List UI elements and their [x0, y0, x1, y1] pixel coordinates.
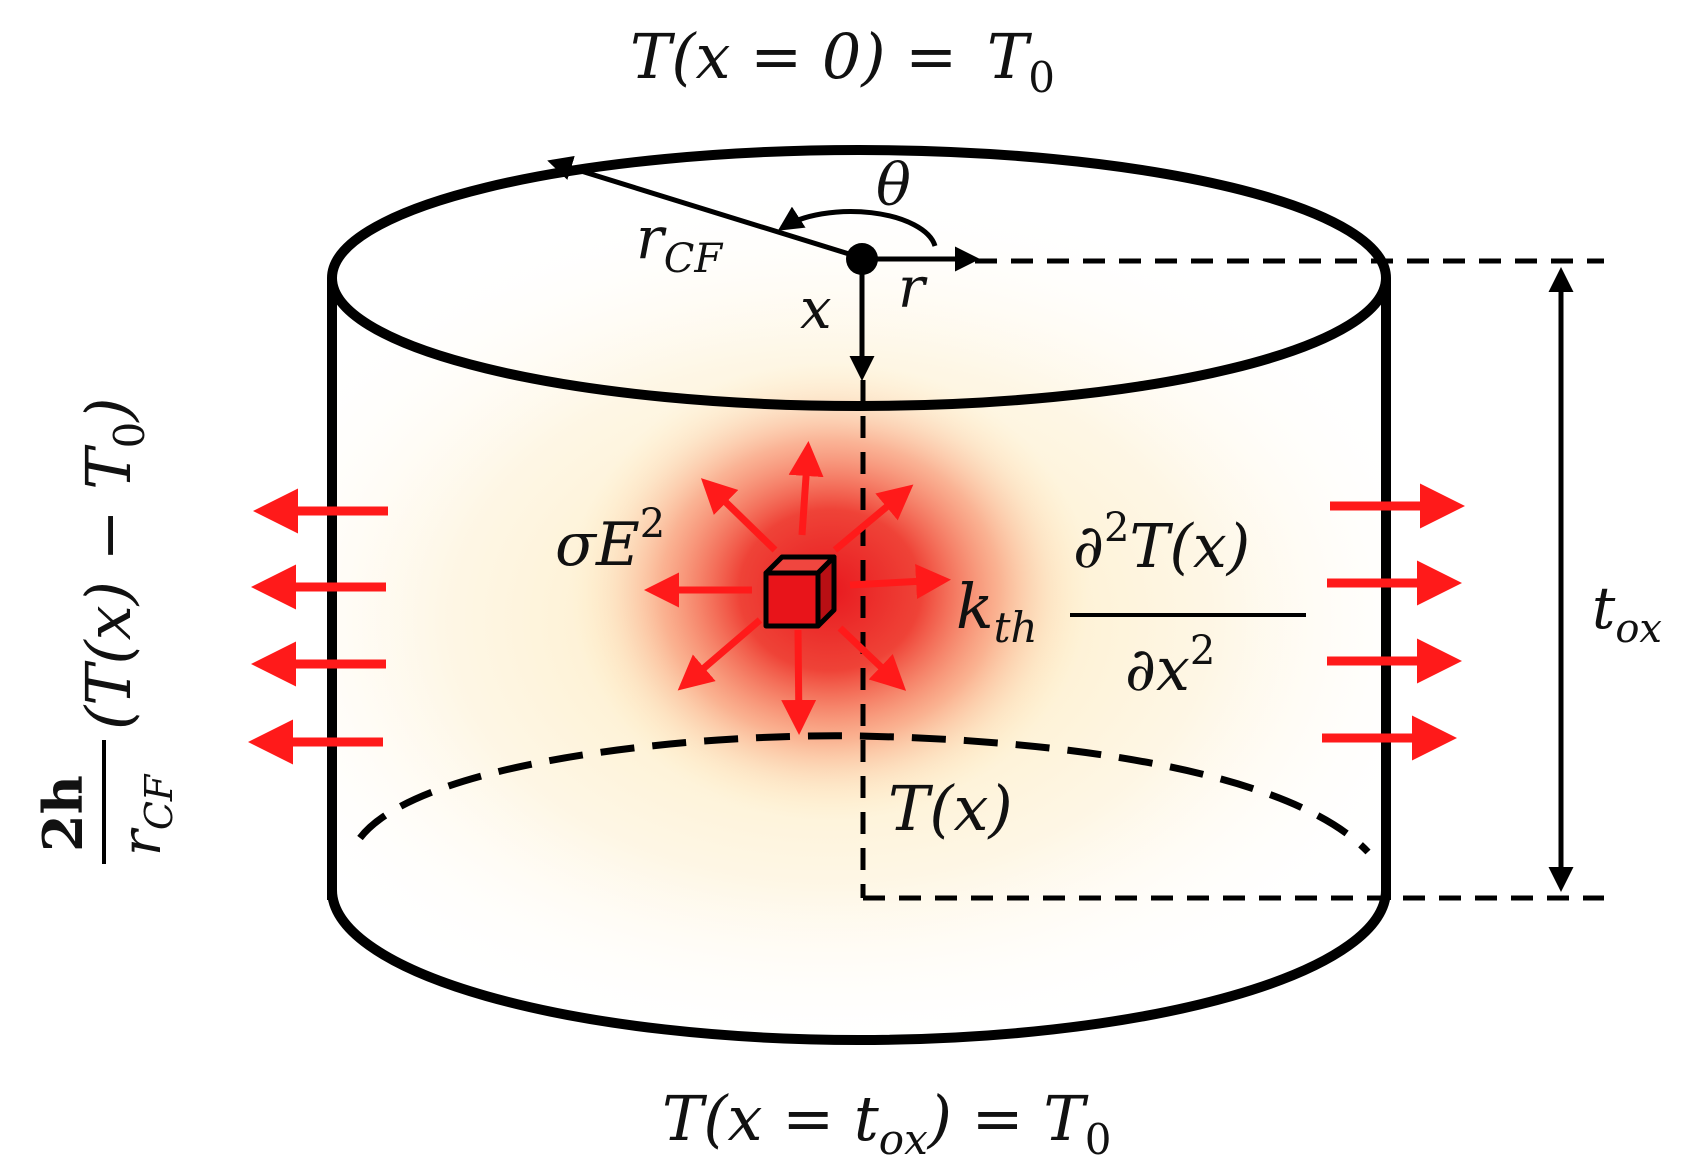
ray-down-left [677, 617, 763, 691]
ray-down [781, 629, 817, 735]
radius-label: rCF [636, 204, 723, 282]
cube-icon [763, 554, 837, 629]
radius-indicator [547, 155, 980, 381]
top-boundary-label: T(x = 0) = T0 [630, 20, 1055, 102]
conduction-coef: kth [956, 570, 1038, 652]
radius-arrow [547, 155, 863, 261]
convection-expression: (T(x) − T0) [72, 397, 154, 730]
ray-up [788, 441, 824, 536]
joule-heating-label: σE2 [555, 501, 665, 580]
ray-right [849, 564, 951, 599]
origin-dot-icon [846, 243, 878, 275]
ray-down-right [837, 625, 907, 691]
x-axis-label: x [800, 277, 832, 342]
conduction-denominator: ∂x2 [1125, 628, 1215, 705]
conduction-term: kth ∂2T(x) ∂x2 [956, 505, 1306, 705]
convection-numerator: 2h [31, 775, 95, 852]
convection-term: 2h rCF (T(x) − T0) [31, 397, 181, 864]
radiating-heat-arrows [644, 441, 951, 735]
theta-arc [777, 206, 938, 247]
conduction-numerator: ∂2T(x) [1073, 505, 1250, 582]
convection-denominator: rCF [110, 773, 181, 856]
temperature-label: T(x) [888, 772, 1013, 845]
ray-up-left [700, 478, 778, 553]
theta-label: θ [876, 151, 911, 219]
guide-lines [860, 258, 1604, 901]
ray-up-right [832, 484, 914, 553]
thickness-label: tox [1592, 574, 1662, 652]
left-heat-arrows [248, 488, 388, 765]
bottom-boundary-label: T(x = tox) = T0 [662, 1082, 1111, 1164]
right-heat-arrows [1322, 483, 1465, 761]
bottom-front-arc [327, 889, 1391, 1045]
bottom-back-arc [357, 732, 1371, 855]
r-axis-label: r [898, 256, 928, 321]
